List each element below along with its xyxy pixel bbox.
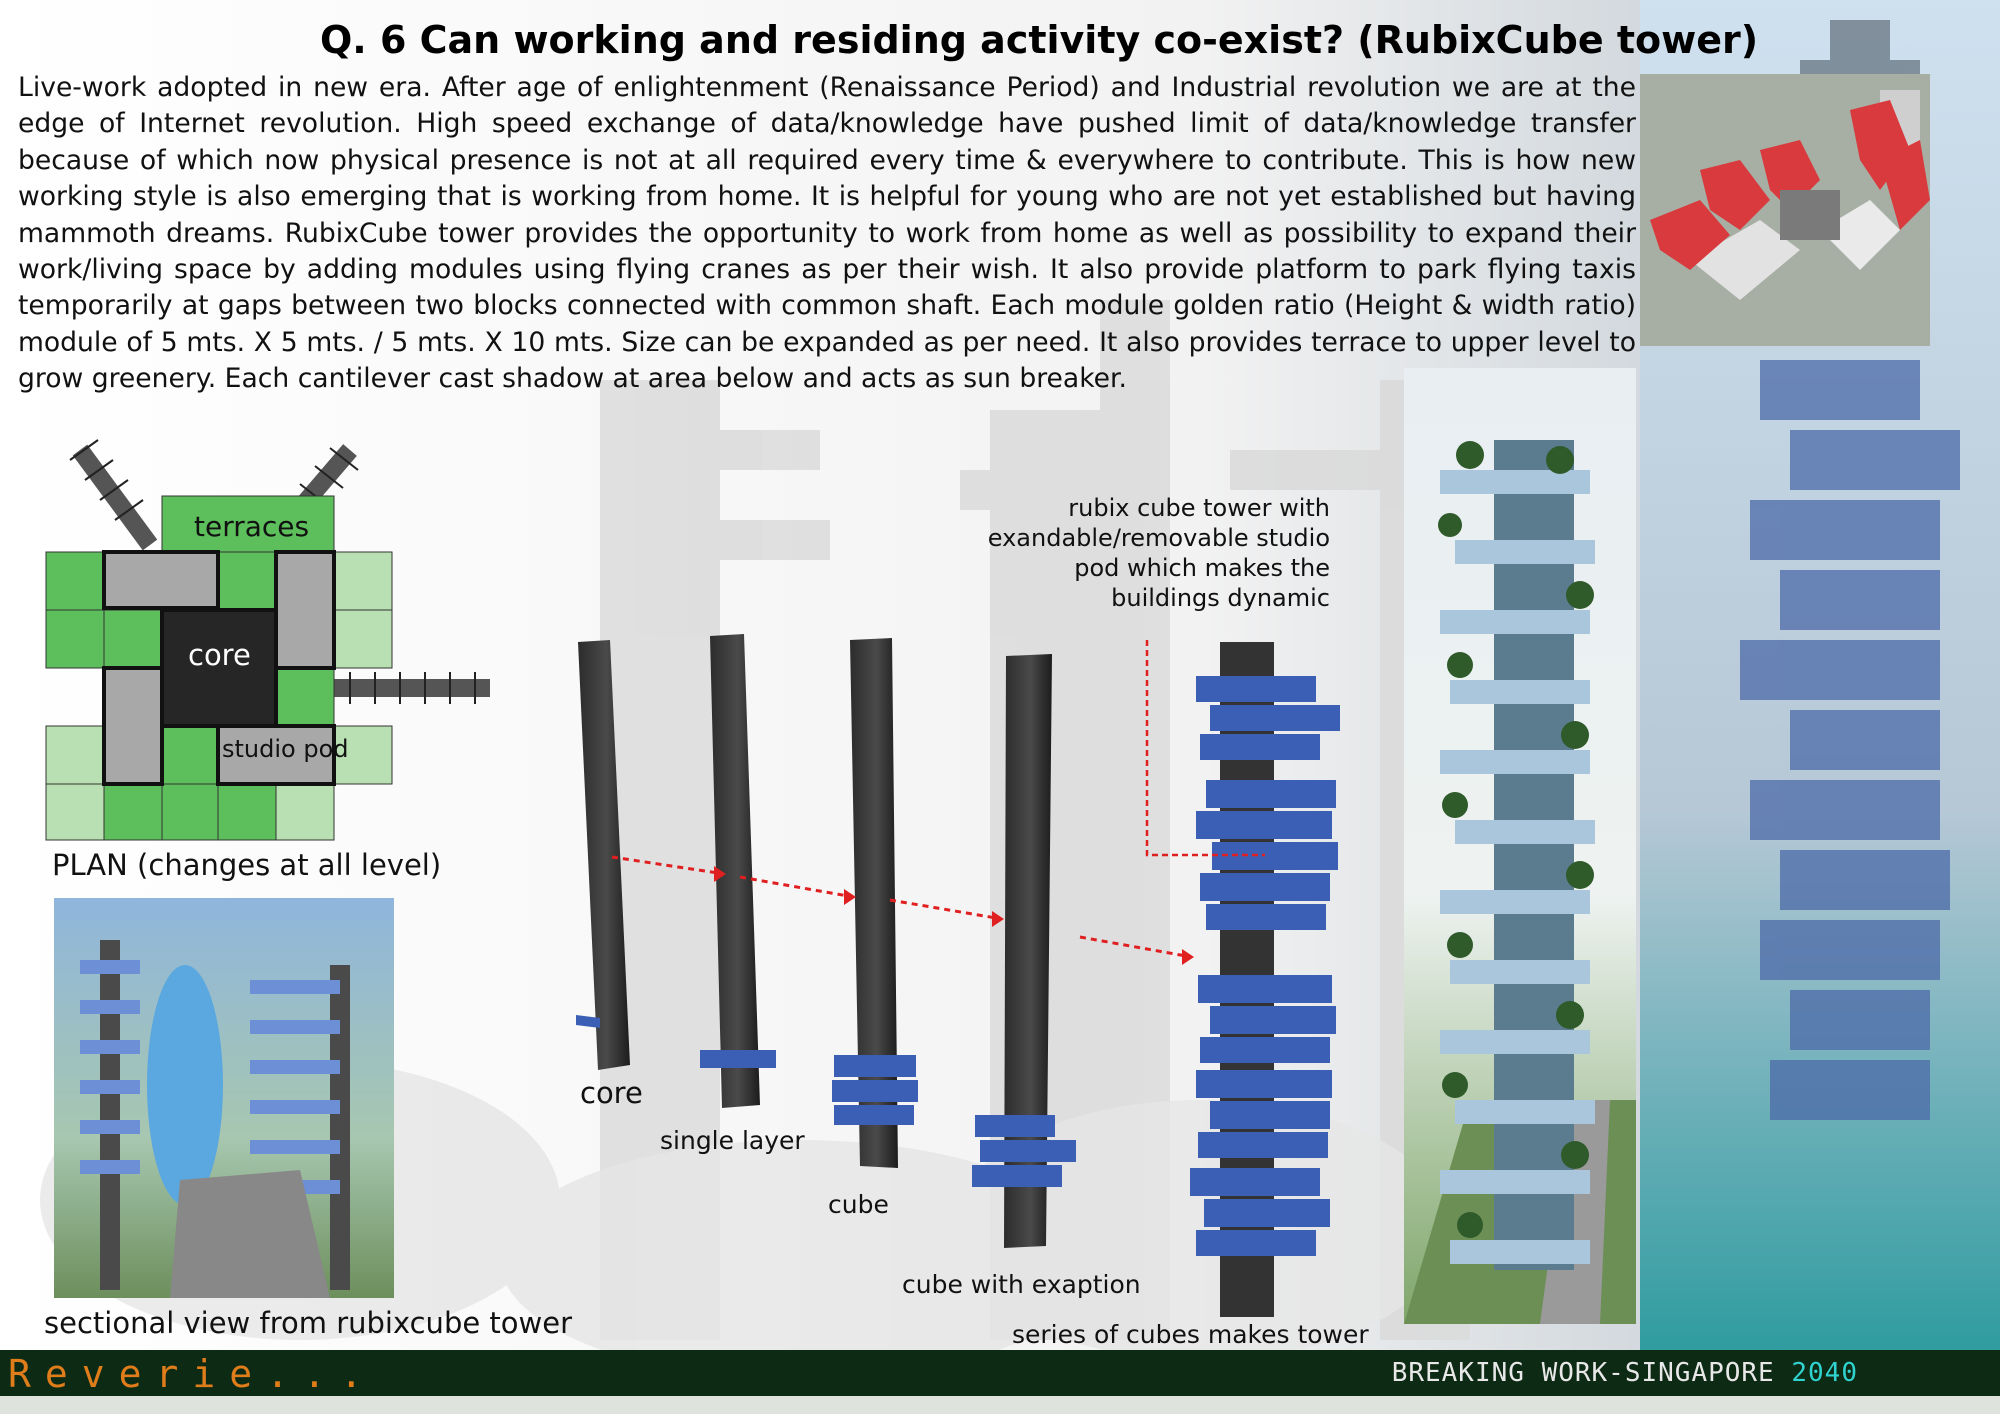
footer-year: 2040 xyxy=(1791,1358,1858,1388)
footer-bar: Reverie... BREAKING WORK-SINGAPORE 2040 xyxy=(0,1350,2000,1396)
step-label-series: series of cubes makes tower xyxy=(1012,1320,1369,1349)
plan-label-studio-pod: studio pod xyxy=(222,735,349,763)
step-label-cube: cube xyxy=(828,1190,889,1219)
aerial-render-image xyxy=(1640,74,1930,346)
step-label-core: core xyxy=(580,1076,643,1110)
plan-label-core: core xyxy=(188,638,251,672)
sectional-view-caption: sectional view from rubixcube tower xyxy=(44,1306,573,1340)
sectional-view-image xyxy=(54,898,394,1298)
intro-paragraph: Live-work adopted in new era. After age … xyxy=(18,72,1636,395)
footer-brand: Reverie... xyxy=(8,1352,377,1396)
plan-label-terraces: terraces xyxy=(194,510,310,543)
plan-caption: PLAN (changes at all level) xyxy=(52,848,442,882)
tower-annotation: rubix cube tower with exandable/removabl… xyxy=(987,494,1330,612)
tower-evolution-shafts xyxy=(576,634,1340,1317)
tower-render-image xyxy=(1404,368,1636,1324)
footer-project-name: BREAKING WORK-SINGAPORE xyxy=(1391,1358,1792,1388)
plan-diagram xyxy=(45,439,490,841)
step-label-cube-exception: cube with exaption xyxy=(902,1270,1141,1299)
step-label-single-layer: single layer xyxy=(660,1126,805,1155)
page-title: Q. 6 Can working and residing activity c… xyxy=(320,18,1759,62)
footer-project-title: BREAKING WORK-SINGAPORE 2040 xyxy=(1392,1358,1858,1388)
bottom-strip xyxy=(0,1396,2000,1414)
